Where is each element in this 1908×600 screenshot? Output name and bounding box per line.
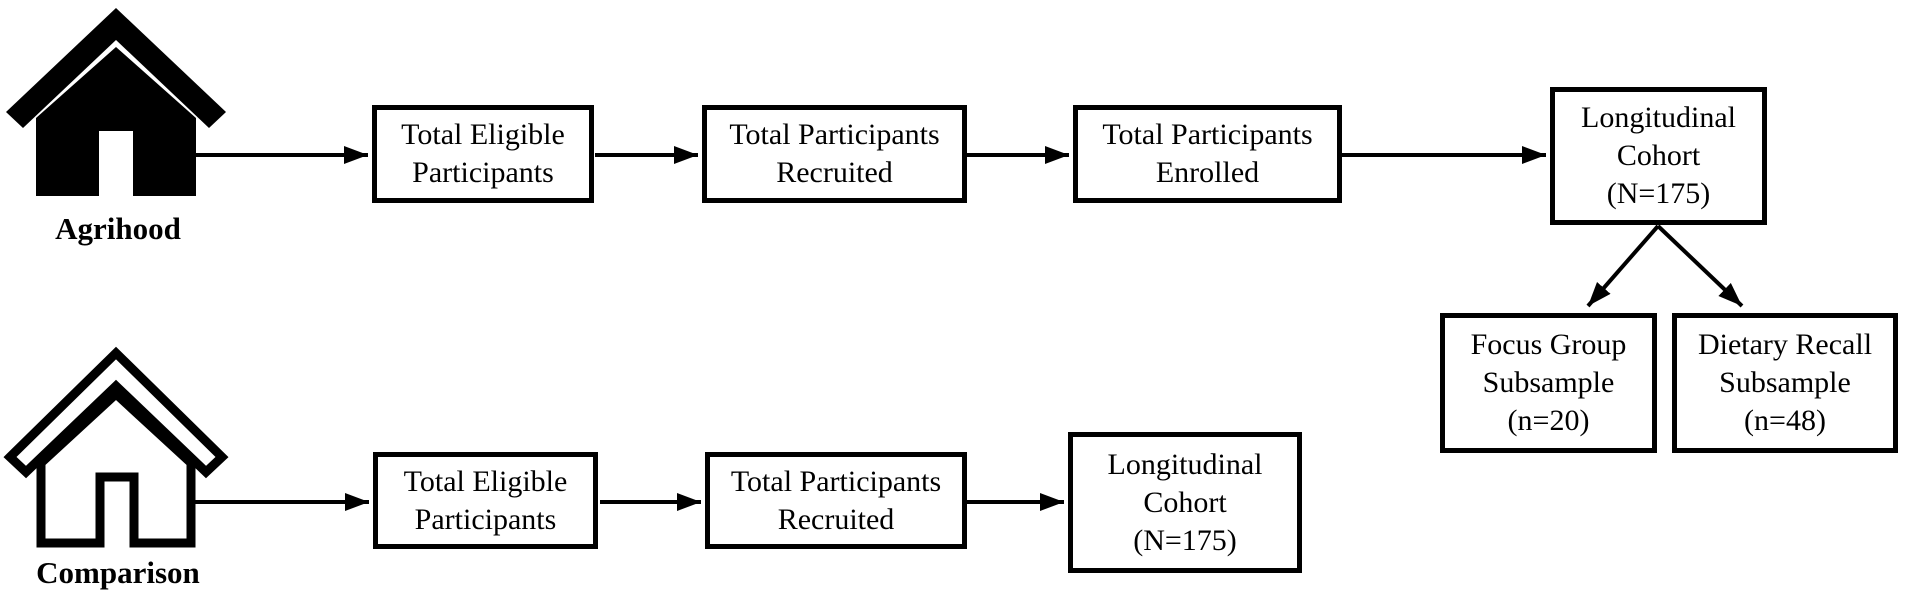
house-roof: [6, 8, 226, 128]
box-line: Longitudinal: [1581, 101, 1736, 134]
flowbox-agrihood-total-enrolled: Total Participants Enrolled: [1073, 105, 1342, 203]
box-line: (N=175): [1133, 523, 1237, 557]
box-line: Cohort: [1143, 485, 1227, 519]
house-roof: [3, 346, 229, 479]
box-line: Focus Group: [1470, 328, 1627, 361]
agrihood-house-icon: [6, 8, 226, 196]
box-line: Subsample: [1719, 366, 1851, 399]
agrihood-label: Agrihood: [55, 211, 181, 246]
comparison-house-icon: [3, 346, 229, 548]
box-line: (n=20): [1507, 404, 1590, 437]
flowbox-agrihood-longitudinal-cohort: Longitudinal Cohort (N=175): [1550, 87, 1767, 225]
box-line: Recruited: [776, 156, 893, 189]
flowbox-focus-group-subsample: Focus Group Subsample (n=20): [1440, 313, 1657, 453]
box-line: Participants: [414, 502, 557, 536]
box-line: Cohort: [1616, 139, 1701, 172]
flowbox-dietary-recall-subsample: Dietary Recall Subsample (n=48): [1672, 313, 1898, 453]
box-line: Total Participants: [730, 464, 942, 498]
box-line: Enrolled: [1155, 156, 1260, 189]
flowbox-agrihood-total-eligible: Total Eligible Participants: [372, 105, 594, 203]
box-line: Total Participants: [1102, 118, 1313, 151]
house-body: [36, 47, 196, 196]
box-line: Total Participants: [729, 118, 940, 151]
box-line: Participants: [412, 156, 554, 189]
arrow-cohort-to-focus-group: [1586, 224, 1660, 308]
flowbox-comparison-longitudinal-cohort: Longitudinal Cohort (N=175): [1068, 432, 1302, 573]
box-line: (N=175): [1606, 177, 1711, 210]
box-line: Total Eligible: [401, 118, 565, 151]
arrow-cohort-to-dietary-recall: [1656, 224, 1744, 308]
house-body: [36, 387, 196, 548]
flowbox-comparison-total-recruited: Total Participants Recruited: [705, 452, 967, 549]
box-line: Recruited: [777, 502, 895, 536]
flowbox-comparison-total-eligible: Total Eligible Participants: [373, 452, 598, 549]
box-line: Total Eligible: [403, 464, 568, 498]
comparison-label: Comparison: [36, 555, 200, 590]
box-line: Longitudinal: [1107, 447, 1263, 481]
box-line: Subsample: [1482, 366, 1615, 399]
box-line: (n=48): [1744, 404, 1826, 437]
box-line: Dietary Recall: [1697, 328, 1873, 361]
flowbox-agrihood-total-recruited: Total Participants Recruited: [702, 105, 967, 203]
